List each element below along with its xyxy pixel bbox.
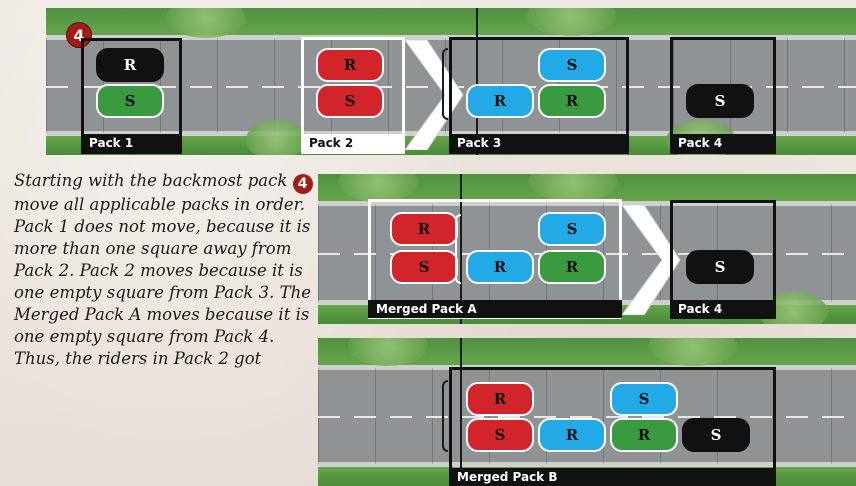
pack-4-box <box>670 37 776 154</box>
rider-chip: R <box>538 84 606 118</box>
rider-chip: R <box>466 250 534 284</box>
pack-bracket <box>442 48 448 120</box>
caption-paragraph-2: Pack 1 does not move, because it is more… <box>14 217 312 346</box>
sprinter-chip: S <box>686 84 754 118</box>
pack-bracket <box>455 214 461 284</box>
pack-4-label: Pack 4 <box>670 134 776 152</box>
rider-chip: R <box>538 418 606 452</box>
sprinter-chip: S <box>316 84 384 118</box>
move-arrow-icon <box>622 205 681 315</box>
merged-pack-b-label: Merged Pack B <box>449 468 776 486</box>
pack-2-label: Pack 2 <box>301 134 405 152</box>
caption-text: Starting with the backmost pack <box>14 171 288 190</box>
caption-line-1: Starting with the backmost pack 4 move a… <box>14 170 314 216</box>
pack-1-label: Pack 1 <box>81 134 182 152</box>
rider-chip: R <box>96 48 164 82</box>
merged-pack-a-label: Merged Pack A <box>368 300 622 318</box>
step-4-inline-badge: 4 <box>292 174 313 194</box>
step-4-badge: 4 <box>66 22 92 48</box>
rider-chip: R <box>466 84 534 118</box>
pack-2-box <box>301 37 405 154</box>
rules-caption: Starting with the backmost pack 4 move a… <box>14 170 314 370</box>
sprinter-chip: S <box>96 84 164 118</box>
rider-chip: R <box>538 250 606 284</box>
rider-chip: R <box>390 212 458 246</box>
sprinter-chip: S <box>610 382 678 416</box>
caption-text: move all applicable packs in order. <box>14 195 305 214</box>
pack-bracket <box>442 380 448 452</box>
caption-paragraph-3: Thus, the riders in Pack 2 got <box>14 349 262 368</box>
rider-chip: R <box>316 48 384 82</box>
rider-chip: R <box>466 382 534 416</box>
sprinter-chip: S <box>390 250 458 284</box>
sprinter-chip: S <box>466 418 534 452</box>
sprinter-chip: S <box>538 212 606 246</box>
sprinter-chip: S <box>682 418 750 452</box>
sprinter-chip: S <box>686 250 754 284</box>
pack-3-box <box>449 37 629 154</box>
pack-3-label: Pack 3 <box>449 134 629 152</box>
sprinter-chip: S <box>538 48 606 82</box>
rider-chip: R <box>610 418 678 452</box>
pack-4-label: Pack 4 <box>670 300 776 318</box>
pack-1-box <box>81 38 182 154</box>
